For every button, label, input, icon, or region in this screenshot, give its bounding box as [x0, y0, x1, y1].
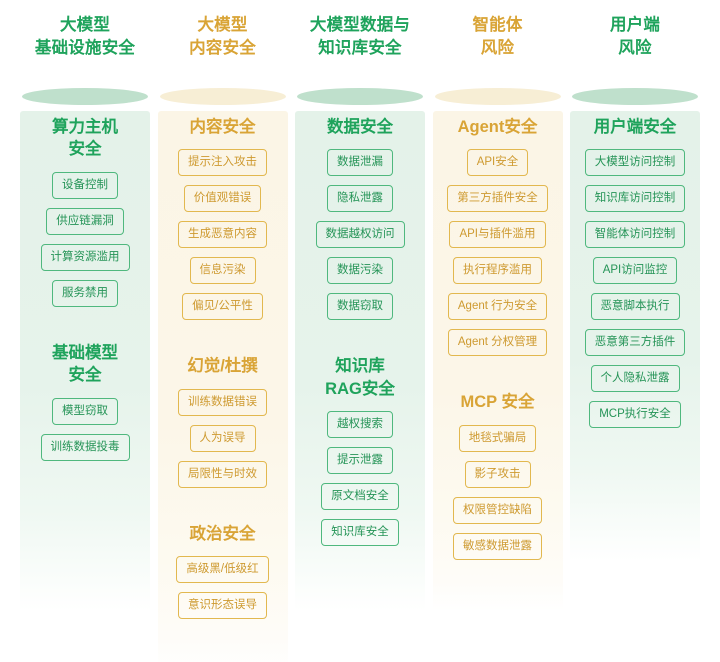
- risk-chip[interactable]: 隐私泄露: [327, 185, 393, 213]
- risk-chip[interactable]: 服务禁用: [52, 279, 118, 307]
- risk-chip[interactable]: 提示注入攻击: [178, 149, 267, 177]
- risk-chip[interactable]: 意识形态误导: [178, 592, 267, 620]
- risk-chip[interactable]: 价值观错误: [183, 185, 262, 213]
- column-header-title: 智能体 风险: [472, 16, 523, 58]
- risk-chip[interactable]: 高级黑/低级红: [176, 556, 269, 584]
- risk-group-title: 用户端安全: [593, 118, 677, 136]
- risk-chip[interactable]: 恶意脚本执行: [590, 293, 680, 321]
- risk-chip[interactable]: 生成恶意内容: [178, 221, 267, 249]
- column-content: Agent安全 API安全第三方插件安全 API与插件滥用执行程序滥用 Agent 行…: [433, 86, 563, 569]
- risk-group-title: 政治安全: [189, 524, 256, 543]
- risk-group-title: 知识库 RAG安全: [325, 357, 395, 398]
- column-header-title: 大模型数据与 知识库安全: [309, 16, 411, 58]
- risk-chip[interactable]: 个人隐私泄露: [590, 365, 680, 393]
- risk-chip[interactable]: 第三方插件安全: [447, 185, 548, 213]
- risk-chip[interactable]: API与插件滥用: [449, 221, 546, 249]
- risk-group-title: 内容安全: [189, 118, 256, 136]
- cylinder-top-ellipse: [297, 88, 423, 105]
- risk-chip[interactable]: 供应链漏洞: [46, 207, 124, 235]
- column-header-title: 用户端 风险: [609, 16, 661, 58]
- column-header-title: 大模型 基础设施安全: [34, 16, 136, 58]
- risk-chip[interactable]: 数据泄漏: [327, 149, 393, 177]
- risk-group-title: 基础模型 安全: [52, 343, 118, 385]
- category-column-client-side-risk: 用户端 风险用户端安全大模型访问控制知识库访问控制智能体访问控制 API访问监控恶…: [570, 0, 700, 662]
- category-column-llm-infrastructure-security: 大模型 基础设施安全算力主机 安全设备控制供应链漏洞计算资源滥用服务禁用基础模型…: [20, 0, 150, 662]
- risk-group: 算力主机 安全设备控制供应链漏洞计算资源滥用服务禁用: [20, 116, 150, 316]
- risk-chip[interactable]: 设备控制: [52, 171, 118, 199]
- risk-chip[interactable]: 执行程序滥用: [453, 257, 542, 285]
- risk-chip[interactable]: 提示泄露: [327, 447, 393, 475]
- cylinder-top-ellipse: [434, 88, 561, 105]
- risk-group: 内容安全提示注入攻击价值观错误生成恶意内容信息污染偏见/公平性: [158, 116, 288, 329]
- risk-chip[interactable]: 原文档安全: [321, 483, 399, 511]
- column-content: 内容安全提示注入攻击价值观错误生成恶意内容信息污染偏见/公平性幻觉/杜撰训练数据…: [158, 86, 288, 628]
- risk-chip[interactable]: 影子攻击: [464, 460, 531, 488]
- risk-chip[interactable]: 数据越权访问: [315, 221, 405, 249]
- risk-chip[interactable]: API安全: [466, 149, 529, 177]
- risk-chip[interactable]: 权限管控缺陷: [453, 496, 542, 524]
- column-content: 数据安全数据泄漏隐私泄露数据越权访问数据污染数据窃取知识库 RAG安全越权搜索提…: [295, 86, 425, 555]
- cylinder-body: [432, 111, 563, 611]
- risk-chip[interactable]: 大模型访问控制: [584, 149, 686, 177]
- category-column-llm-data-and-knowledge-base-security: 大模型数据与 知识库安全数据安全数据泄漏隐私泄露数据越权访问数据污染数据窃取知识…: [295, 0, 425, 662]
- risk-group: 用户端安全大模型访问控制知识库访问控制智能体访问控制 API访问监控恶意脚本执行恶…: [570, 116, 700, 437]
- cylinder-top-ellipse: [22, 88, 148, 105]
- risk-group: 基础模型 安全模型窃取训练数据投毒: [20, 342, 150, 470]
- cylinder-body: [20, 111, 150, 611]
- risk-group: Agent安全 API安全第三方插件安全 API与插件滥用执行程序滥用 Agent 行…: [433, 116, 563, 365]
- risk-group-title: 算力主机 安全: [52, 118, 118, 159]
- column-content: 用户端安全大模型访问控制知识库访问控制智能体访问控制 API访问监控恶意脚本执行恶…: [570, 86, 700, 437]
- category-column-llm-content-security: 大模型 内容安全内容安全提示注入攻击价值观错误生成恶意内容信息污染偏见/公平性幻…: [157, 0, 288, 662]
- risk-group-title: MCP 安全: [460, 393, 535, 412]
- risk-chip[interactable]: 训练数据投毒: [40, 433, 130, 461]
- risk-chip[interactable]: Agent 行为安全: [447, 293, 548, 321]
- risk-group: MCP 安全地毯式骗局影子攻击权限管控缺陷敏感数据泄露: [433, 391, 563, 568]
- risk-chip[interactable]: 数据窃取: [327, 293, 393, 321]
- risk-group: 政治安全高级黑/低级红意识形态误导: [158, 523, 288, 628]
- risk-chip[interactable]: 恶意第三方插件: [584, 329, 686, 357]
- risk-group: 数据安全数据泄漏隐私泄露数据越权访问数据污染数据窃取: [295, 116, 425, 329]
- risk-group: 知识库 RAG安全越权搜索提示泄露原文档安全知识库安全: [295, 355, 425, 555]
- cylinder-top-ellipse: [572, 88, 698, 105]
- risk-chip[interactable]: 信息污染: [189, 257, 256, 285]
- risk-group-title: Agent安全: [457, 118, 538, 136]
- cylinder-body: [157, 111, 288, 662]
- risk-chip[interactable]: 局限性与时效: [178, 460, 267, 488]
- risk-chip[interactable]: 训练数据错误: [178, 388, 267, 416]
- risk-chip[interactable]: 智能体访问控制: [584, 221, 686, 249]
- risk-chip[interactable]: API访问监控: [592, 257, 678, 285]
- risk-chip[interactable]: MCP执行安全: [589, 401, 681, 429]
- risk-chip[interactable]: 数据污染: [327, 257, 393, 285]
- risk-chip[interactable]: 地毯式骗局: [458, 424, 537, 452]
- cylinder-top-ellipse: [159, 88, 286, 105]
- risk-chip[interactable]: 计算资源滥用: [40, 243, 130, 271]
- column-content: 算力主机 安全设备控制供应链漏洞计算资源滥用服务禁用基础模型 安全模型窃取训练数…: [20, 86, 150, 470]
- risk-chip[interactable]: 模型窃取: [52, 397, 118, 425]
- risk-chip[interactable]: Agent 分权管理: [447, 329, 548, 357]
- risk-chip[interactable]: 越权搜索: [327, 411, 393, 439]
- risk-chip[interactable]: 知识库安全: [321, 519, 399, 547]
- risk-chip[interactable]: 人为误导: [189, 424, 256, 452]
- column-header-title: 大模型 内容安全: [189, 16, 256, 58]
- risk-group-title: 数据安全: [327, 118, 393, 136]
- cylinder-body: [295, 111, 425, 611]
- risk-chip[interactable]: 敏感数据泄露: [453, 532, 542, 560]
- risk-chip[interactable]: 知识库访问控制: [584, 185, 686, 213]
- risk-group-title: 幻觉/杜撰: [187, 357, 258, 376]
- risk-group: 幻觉/杜撰训练数据错误人为误导局限性与时效: [158, 355, 288, 496]
- risk-chip[interactable]: 偏见/公平性: [182, 293, 263, 321]
